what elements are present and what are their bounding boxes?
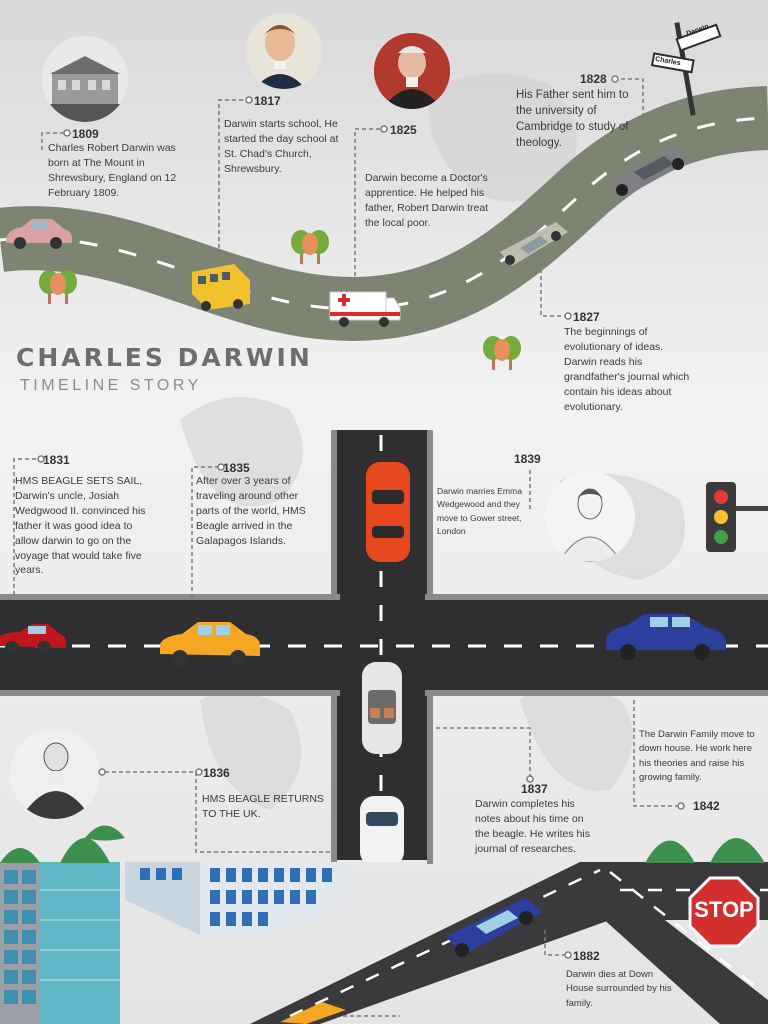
the-mount-house-image: [42, 36, 128, 122]
tree-icon: [291, 230, 329, 264]
stop-sign-label: STOP: [694, 897, 754, 922]
event-text-1842: The Darwin Family move to down house. He…: [639, 729, 755, 783]
event-text-1828: His Father sent him to the university of…: [516, 89, 629, 150]
page-title: CHARLES DARWIN: [16, 343, 313, 372]
pink-car-icon: [6, 219, 72, 249]
white-car-icon: [360, 796, 404, 862]
event-text-1825: Darwin become a Doctor's apprentice. He …: [365, 172, 489, 229]
street-signpost-icon: [650, 22, 722, 116]
traffic-light-icon: [706, 482, 768, 552]
event-year-1839: 1839: [514, 452, 541, 466]
orange-car-icon: [160, 622, 260, 666]
tree-icon: [39, 270, 77, 304]
event-text-1837: Darwin completes his notes about his tim…: [475, 798, 590, 855]
tree-icon: [483, 336, 521, 370]
robert-darwin-portrait: [374, 33, 450, 109]
event-year-1827: 1827: [573, 310, 600, 324]
event-text-1882: Darwin dies at Down House surrounded by …: [566, 969, 672, 1009]
event-year-1835: 1835: [223, 461, 250, 475]
event-year-1842: 1842: [693, 799, 720, 813]
old-darwin-portrait: [10, 729, 100, 819]
palm-trees-right: [645, 838, 765, 863]
event-text-1839: Darwin marries Emma Wedgewood and they m…: [437, 486, 522, 536]
red-car-icon: [0, 624, 66, 655]
event-year-1809: 1809: [72, 127, 99, 141]
palm-trees-left: [0, 825, 125, 863]
young-darwin-portrait: [246, 13, 322, 89]
school-bus-icon: [192, 264, 250, 311]
event-text-1836: HMS BEAGLE RETURNS TO THE UK.: [202, 793, 324, 820]
event-text-1827: The beginnings of evolutionary of ideas.…: [564, 326, 690, 413]
event-year-1825: 1825: [390, 123, 417, 137]
event-year-1828: 1828: [580, 72, 607, 86]
event-text-1817: Darwin starts school, He started the day…: [224, 118, 339, 175]
blue-car-icon: [606, 614, 726, 660]
ambulance-icon: [329, 291, 401, 327]
event-year-1831: 1831: [43, 453, 70, 467]
event-text-1835: After over 3 years of traveling around o…: [196, 475, 306, 547]
event-year-1882: 1882: [573, 949, 600, 963]
emma-wedgwood-portrait: [545, 472, 635, 562]
event-year-1837: 1837: [521, 782, 548, 796]
event-year-1817: 1817: [254, 94, 281, 108]
red-sports-car-icon: [366, 462, 410, 562]
event-text-1831: HMS BEAGLE SETS SAIL, Darwin's uncle, Jo…: [15, 475, 146, 577]
event-text-1809: Charles Robert Darwin was born at The Mo…: [48, 142, 177, 199]
orange-car-bottom-icon: [280, 1002, 346, 1024]
silver-car-icon: [500, 222, 568, 266]
white-convertible-icon: [362, 662, 402, 754]
blue-car-bottom-icon: [446, 898, 542, 957]
page-subtitle: TIMELINE STORY: [20, 377, 202, 394]
event-year-1836: 1836: [203, 766, 230, 780]
grey-suv-icon: [608, 146, 692, 196]
stop-sign-icon: [688, 876, 760, 948]
